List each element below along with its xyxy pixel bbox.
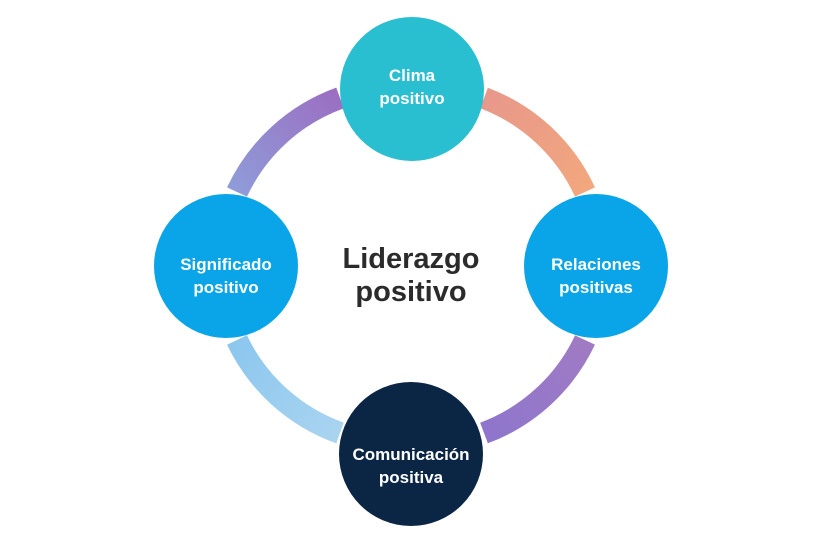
node-significado-label-line2: positivo — [193, 278, 258, 297]
node-relaciones-label-line1: Relaciones — [551, 255, 641, 274]
connector-clima-relaciones — [479, 87, 595, 197]
node-relaciones-label-line2: positivas — [559, 278, 633, 297]
center-title: Liderazgo positivo — [343, 243, 480, 308]
node-significado-positivo: Significado positivo — [154, 194, 298, 338]
connector-relaciones-comunicacion — [479, 335, 595, 444]
node-clima-circle — [340, 17, 484, 161]
node-clima-positivo: Clima positivo — [340, 17, 484, 161]
node-significado-circle — [154, 194, 298, 338]
node-comunicacion-label-line2: positiva — [379, 468, 444, 487]
connector-significado-clima — [227, 87, 344, 197]
node-clima-label-line2: positivo — [379, 89, 444, 108]
center-title-line1: Liderazgo — [343, 243, 480, 275]
node-relaciones-positivas: Relaciones positivas — [524, 194, 668, 338]
node-clima-label-line1: Clima — [389, 66, 436, 85]
node-relaciones-circle — [524, 194, 668, 338]
node-comunicacion-circle — [339, 382, 483, 526]
node-significado-label-line1: Significado — [180, 255, 272, 274]
connector-comunicacion-significado — [227, 335, 344, 444]
node-comunicacion-label-line1: Comunicación — [352, 445, 469, 464]
center-title-line2: positivo — [355, 276, 466, 308]
node-comunicacion-positiva: Comunicación positiva — [339, 382, 483, 526]
